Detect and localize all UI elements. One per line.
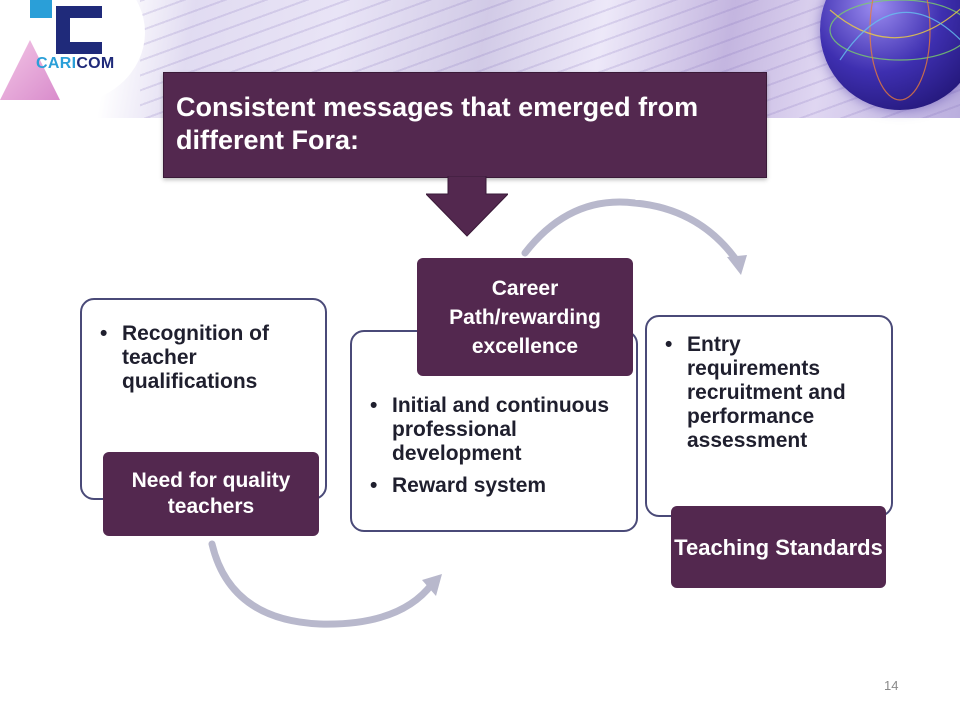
cycle-label-1-text: Need for quality teachers bbox=[131, 469, 291, 518]
cycle-label-3: Teaching Standards bbox=[671, 506, 886, 588]
globe-image bbox=[820, 0, 960, 110]
down-arrow-icon bbox=[426, 176, 508, 237]
cycle-box-3-bullets: •Entry requirements recruitment and perf… bbox=[665, 333, 870, 453]
cycle-label-1: Need for quality teachers bbox=[103, 452, 319, 536]
cycle-box-2-bullets: •Initial and continuous professional dev… bbox=[370, 394, 620, 498]
list-item: •Reward system bbox=[370, 474, 547, 497]
list-item: •Entry requirements recruitment and perf… bbox=[665, 333, 846, 452]
cycle-label-3-text: Teaching Standards bbox=[674, 534, 883, 560]
cycle-box-1-bullets: •Recognition of teacher qualifications bbox=[100, 322, 310, 394]
page-number: 14 bbox=[884, 678, 899, 693]
logo-text-part2: COM bbox=[76, 55, 115, 72]
cycle-label-2-text: Career Path/rewarding excellence bbox=[449, 276, 601, 358]
list-item: •Recognition of teacher qualifications bbox=[100, 322, 269, 393]
cycle-arrow-bottom bbox=[208, 540, 442, 628]
logo-text-part1: CARI bbox=[36, 55, 77, 72]
slide-title: Consistent messages that emerged from di… bbox=[176, 92, 699, 155]
cycle-arrow-top bbox=[521, 198, 747, 275]
cycle-label-2: Career Path/rewarding excellence bbox=[417, 258, 633, 376]
list-item: •Initial and continuous professional dev… bbox=[370, 394, 609, 465]
caricom-logo-icon bbox=[30, 0, 102, 54]
logo-text: CARICOM bbox=[36, 55, 115, 73]
cycle-box-3: •Entry requirements recruitment and perf… bbox=[645, 315, 893, 517]
title-box: Consistent messages that emerged from di… bbox=[163, 72, 767, 178]
